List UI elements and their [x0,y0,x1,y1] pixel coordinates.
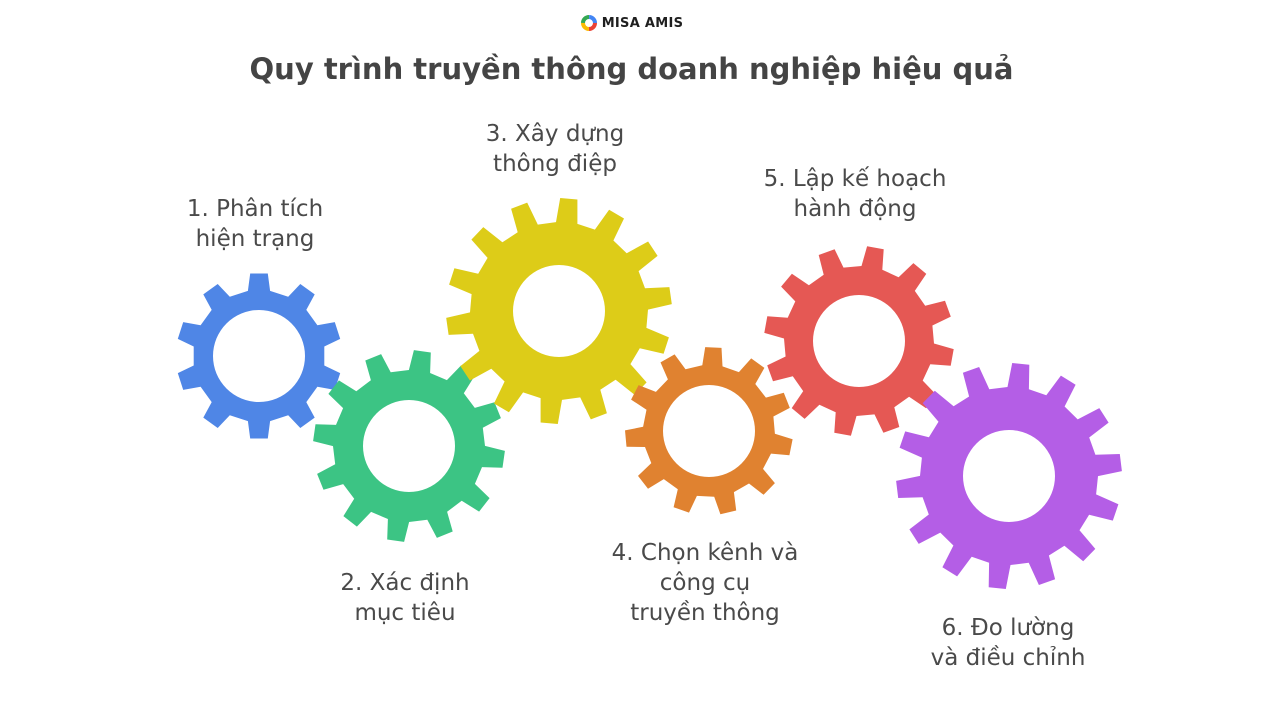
step-1-line-2: hiện trạng [195,226,315,252]
step-3-line-2: thông điệp [493,151,617,177]
step-5-gear-icon [764,246,954,436]
step-4-label: 4. Chọn kênh và công cụ truyền thông [585,538,825,628]
step-1-line-1: 1. Phân tích [186,196,324,222]
brand-name: MISA AMIS [601,15,684,31]
step-2-label: 2. Xác định mục tiêu [305,568,505,628]
step-4-line-2: công cụ [659,570,751,596]
step-3-line-1: 3. Xây dựng [485,121,625,147]
page-title: Quy trình truyền thông doanh nghiệp hiệu… [249,52,1014,86]
step-5-line-1: 5. Lập kế hoạch [763,166,947,192]
step-2-gear-icon [313,350,505,542]
step-6-label: 6. Đo lường và điều chỉnh [893,613,1123,673]
step-3-gear-icon [446,198,672,424]
step-4-line-1: 4. Chọn kênh và [611,540,799,566]
step-5-label: 5. Lập kế hoạch hành động [735,164,975,224]
brand-header: MISA AMIS [0,14,1263,32]
step-1-label: 1. Phân tích hiện trạng [155,194,355,254]
step-1-gear-icon [177,273,341,439]
step-6-gear-icon [896,363,1122,589]
step-6-line-2: và điều chỉnh [930,645,1086,671]
step-2-line-1: 2. Xác định [340,570,470,596]
step-4-gear-icon [625,347,793,515]
step-5-line-2: hành động [793,196,917,222]
step-4-line-3: truyền thông [630,600,780,626]
misa-logo-icon [580,15,597,31]
step-6-line-1: 6. Đo lường [941,615,1075,641]
step-3-label: 3. Xây dựng thông điệp [445,119,665,179]
step-2-line-2: mục tiêu [354,600,456,626]
